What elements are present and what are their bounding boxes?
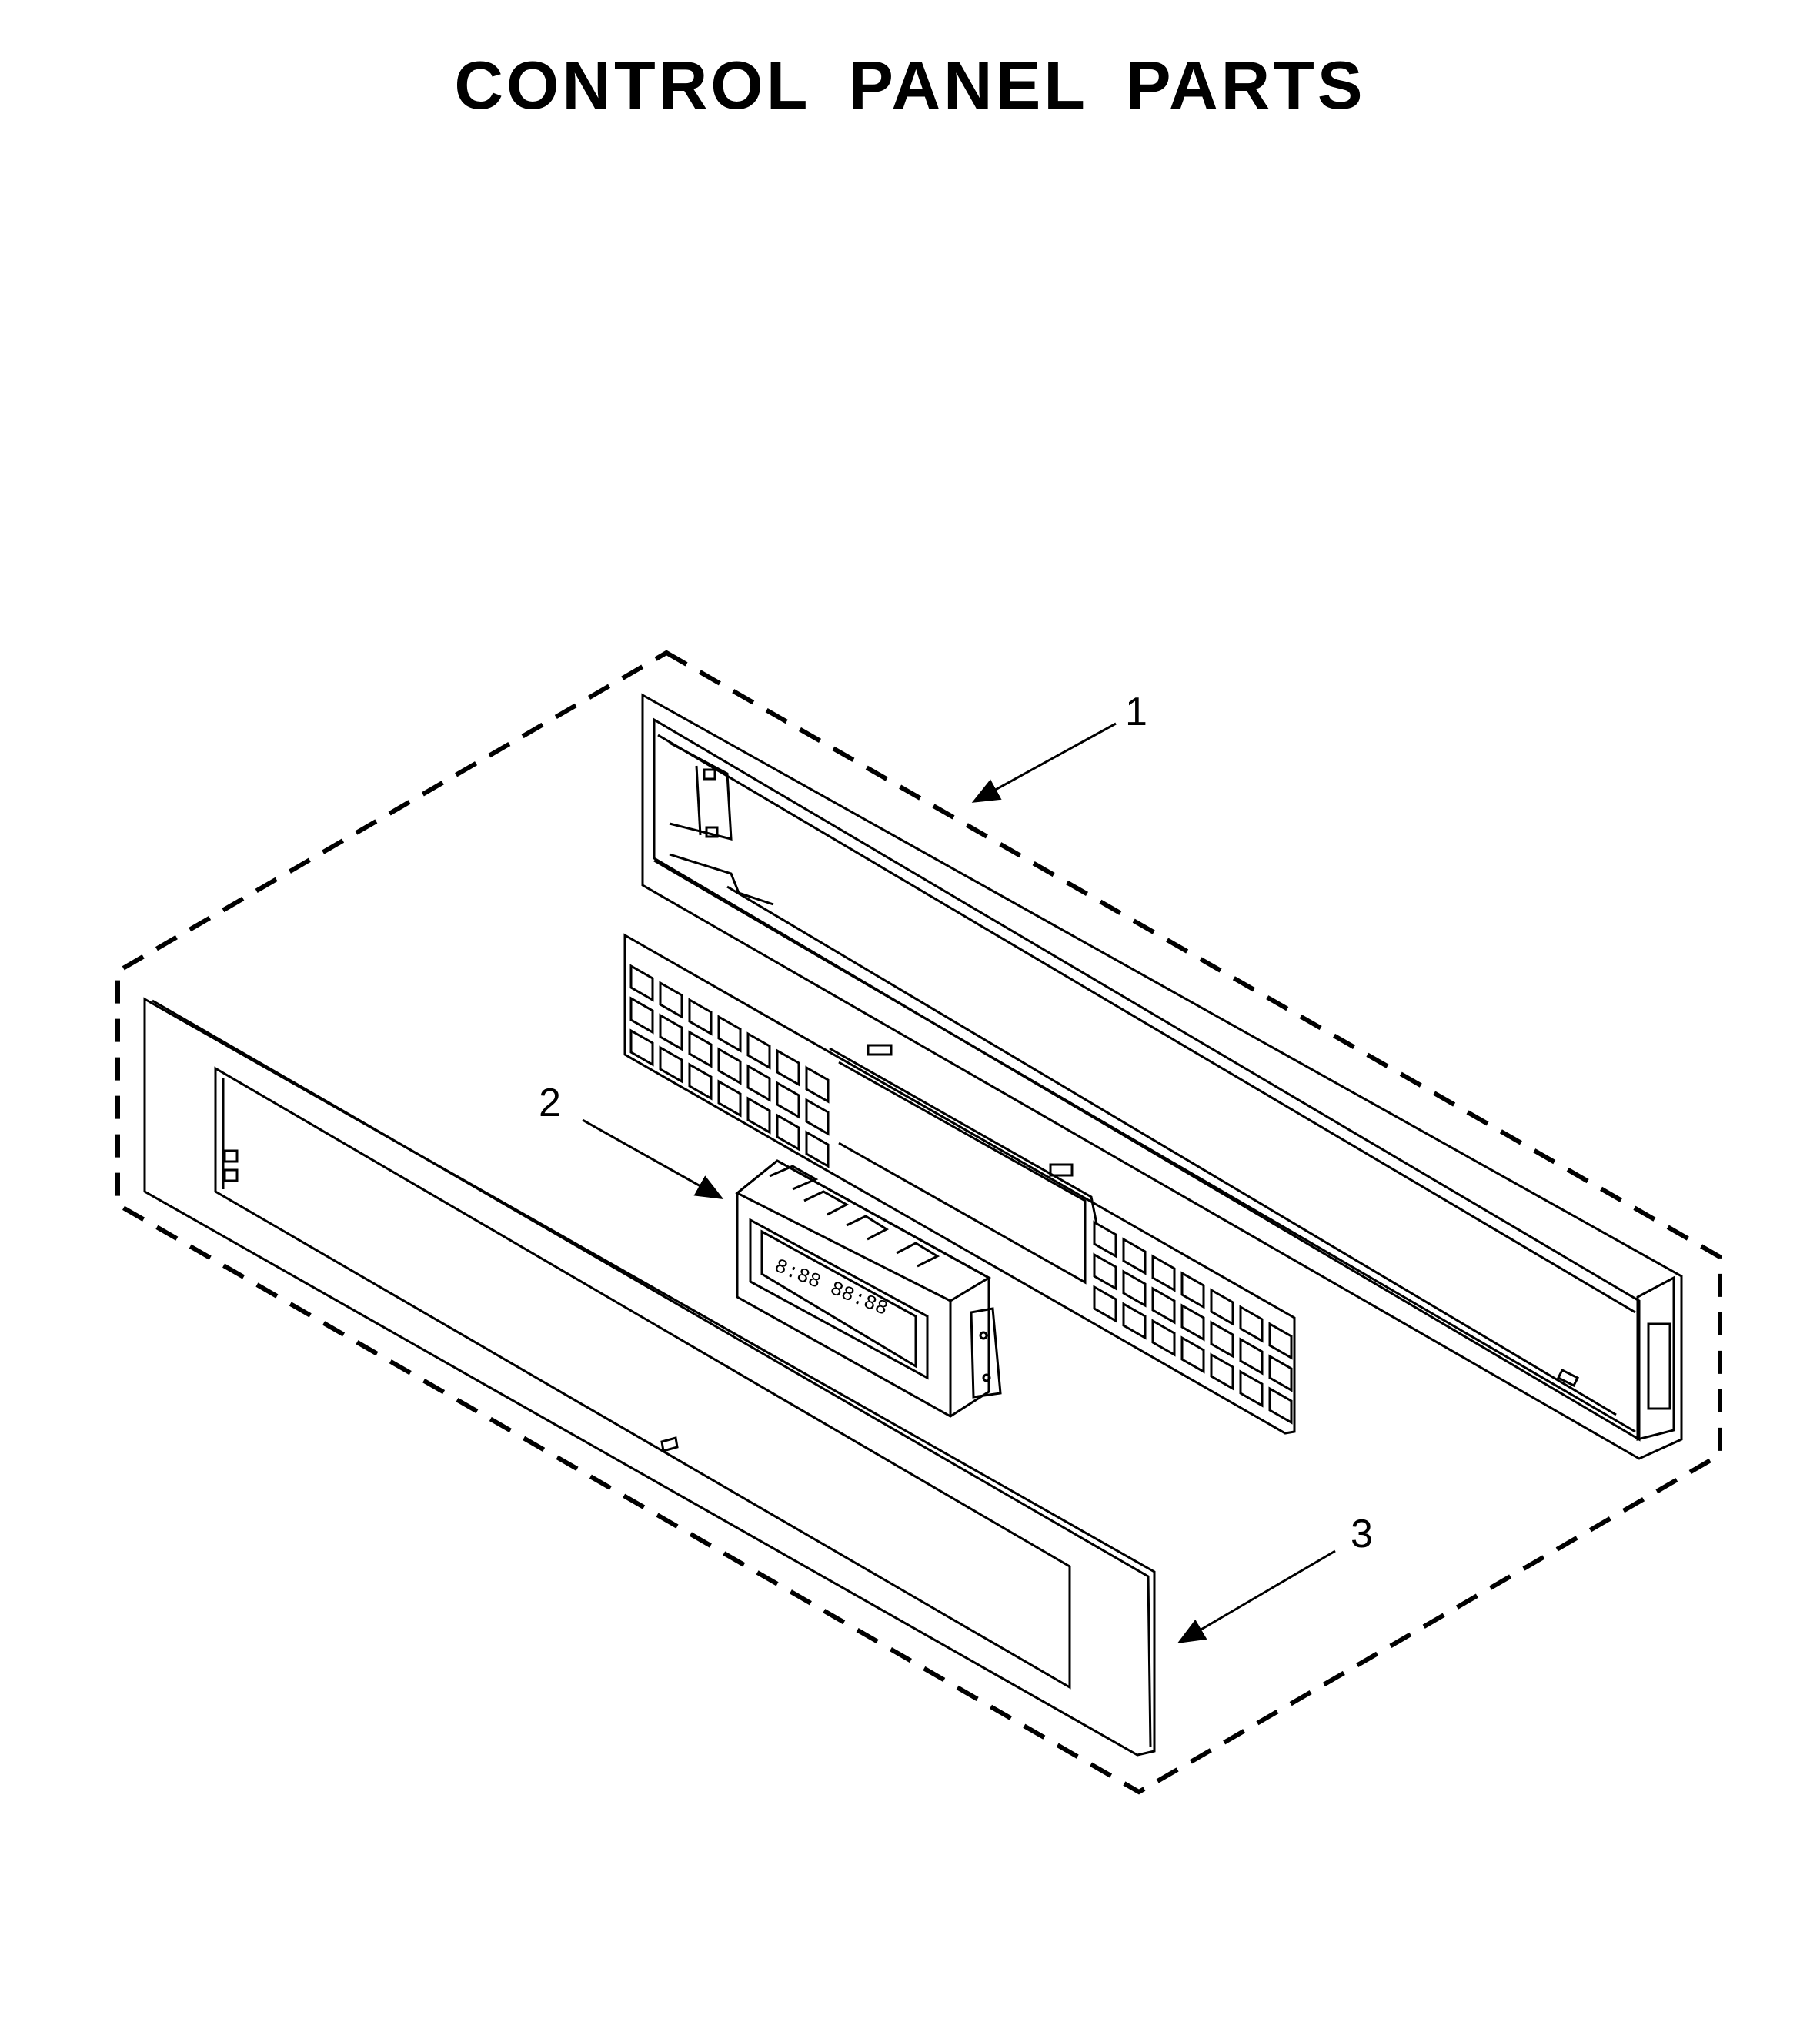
console-frame-part bbox=[641, 693, 1683, 1460]
left-grid-key bbox=[776, 1081, 800, 1119]
leader-3 bbox=[1177, 1549, 1336, 1644]
electronic-control-board-part: 8:88 88:88 bbox=[735, 1159, 1002, 1418]
left-grid-key bbox=[717, 1079, 742, 1118]
left-grid-key bbox=[688, 1062, 713, 1101]
left-grid-key bbox=[805, 1065, 830, 1104]
callout-label-2: 2 bbox=[539, 1081, 561, 1125]
callout-leaders bbox=[582, 722, 1336, 1644]
left-grid-key bbox=[659, 981, 683, 1019]
right-grid-key bbox=[1180, 1303, 1205, 1342]
left-grid-key bbox=[717, 1047, 742, 1085]
right-grid-key bbox=[1122, 1302, 1147, 1340]
left-grid-key bbox=[717, 1015, 742, 1053]
right-grid-key bbox=[1122, 1269, 1147, 1308]
left-grid-key bbox=[746, 1064, 771, 1102]
right-grid-key bbox=[1268, 1386, 1293, 1425]
left-grid-key bbox=[805, 1130, 830, 1168]
right-grid-key bbox=[1151, 1286, 1176, 1325]
left-grid-key bbox=[659, 1045, 683, 1084]
right-grid-key bbox=[1239, 1369, 1264, 1408]
right-grid-key bbox=[1210, 1320, 1234, 1359]
left-grid-key bbox=[629, 996, 654, 1035]
left-grid-key bbox=[629, 1028, 654, 1067]
right-grid-key bbox=[1180, 1271, 1205, 1309]
left-key-grid bbox=[629, 964, 830, 1168]
right-grid-key bbox=[1093, 1252, 1117, 1291]
right-grid-key bbox=[1151, 1319, 1176, 1357]
right-grid-key bbox=[1180, 1335, 1205, 1374]
right-grid-key bbox=[1093, 1285, 1117, 1323]
leader-1 bbox=[971, 722, 1117, 803]
assembly-boundary-dashed bbox=[115, 650, 1722, 1795]
left-grid-key bbox=[746, 1096, 771, 1135]
right-grid-key bbox=[1268, 1354, 1293, 1392]
front-control-panel-part bbox=[143, 997, 1156, 1757]
callout-label-1: 1 bbox=[1125, 690, 1147, 734]
left-grid-key bbox=[629, 964, 654, 1002]
left-grid-key bbox=[688, 998, 713, 1036]
right-grid-key bbox=[1268, 1322, 1293, 1360]
leader-2 bbox=[582, 1118, 724, 1199]
right-key-grid bbox=[1093, 1220, 1293, 1425]
right-grid-key bbox=[1210, 1288, 1234, 1326]
right-grid-key bbox=[1210, 1352, 1234, 1391]
left-grid-key bbox=[688, 1030, 713, 1068]
right-grid-key bbox=[1122, 1237, 1147, 1275]
right-grid-key bbox=[1151, 1254, 1176, 1292]
right-grid-key bbox=[1093, 1220, 1117, 1259]
left-grid-key bbox=[659, 1013, 683, 1051]
right-grid-key bbox=[1239, 1305, 1264, 1343]
callout-label-3: 3 bbox=[1351, 1512, 1373, 1556]
left-grid-key bbox=[805, 1098, 830, 1136]
left-grid-key bbox=[746, 1031, 771, 1070]
left-grid-key bbox=[776, 1048, 800, 1087]
right-grid-key bbox=[1239, 1337, 1264, 1376]
left-grid-key bbox=[776, 1113, 800, 1152]
page-title: CONTROL PANEL PARTS bbox=[454, 47, 1366, 123]
